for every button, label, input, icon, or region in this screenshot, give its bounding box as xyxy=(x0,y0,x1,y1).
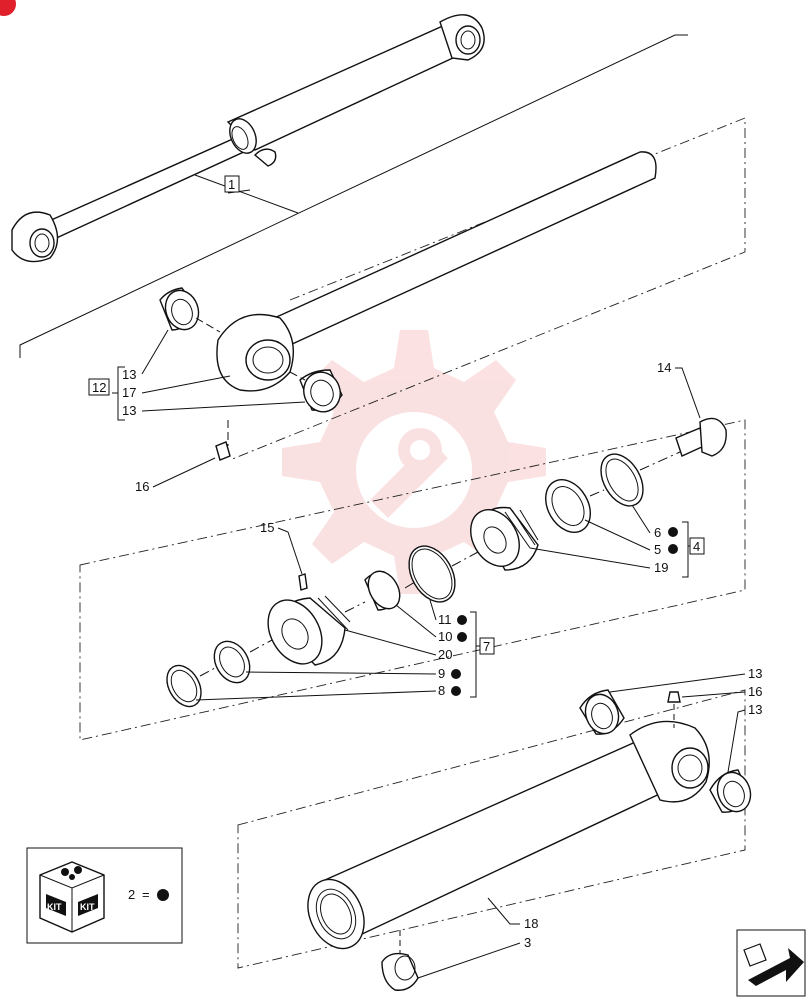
label-14: 14 xyxy=(657,360,671,375)
leader-5 xyxy=(584,519,651,551)
bushing-13-top-right xyxy=(299,369,343,413)
kit-label-left: KIT xyxy=(47,902,62,912)
label-box-12 xyxy=(88,378,110,396)
bushing-13-lower-right xyxy=(709,769,752,813)
kit-dot-6 xyxy=(668,527,678,537)
label-4: 4 xyxy=(693,539,700,554)
center-line-lower xyxy=(399,704,675,955)
label-6: 6 xyxy=(654,525,661,540)
kit-legend: KIT KIT 2 = xyxy=(26,847,183,944)
kit-dot-10 xyxy=(457,632,467,642)
label-13b: 13 xyxy=(122,403,136,418)
leader-13d xyxy=(727,709,746,773)
leader-9 xyxy=(245,671,437,675)
piston-rod xyxy=(216,151,657,392)
leader-16a xyxy=(152,457,216,488)
label-13a: 13 xyxy=(122,367,136,382)
label-20: 20 xyxy=(438,647,452,662)
kit-dot-9 xyxy=(451,669,461,679)
grease-fitting-16-top xyxy=(215,441,231,461)
label-10: 10 xyxy=(438,629,452,644)
leader-10 xyxy=(395,604,437,638)
grease-fitting-16-lower xyxy=(667,691,681,703)
leader-15 xyxy=(277,527,303,575)
bushing-13-lower-left xyxy=(579,689,625,735)
kit-dot-8 xyxy=(451,686,461,696)
set-screw-15 xyxy=(298,573,308,591)
label-7: 7 xyxy=(483,639,490,654)
legend-kit-dot xyxy=(157,889,169,901)
kit-box-icon: KIT KIT xyxy=(39,861,105,933)
label-box-1 xyxy=(224,175,240,193)
leader-3 xyxy=(417,942,521,979)
spacer-10 xyxy=(364,570,401,611)
leader-19 xyxy=(529,547,651,569)
label-13c: 13 xyxy=(748,666,762,681)
leader-1 xyxy=(194,174,299,214)
label-box-7 xyxy=(479,637,495,655)
leader-16b xyxy=(681,691,746,698)
label-3: 3 xyxy=(524,935,531,950)
leader-13a xyxy=(141,329,169,375)
next-page-arrow-icon[interactable] xyxy=(736,929,806,997)
leader-17 xyxy=(141,375,231,394)
lower-exploded-frame xyxy=(237,689,746,969)
bushing-13-top-left xyxy=(159,287,200,331)
bolt-14 xyxy=(675,417,727,457)
label-8: 8 xyxy=(438,683,445,698)
kit-dot-5 xyxy=(668,544,678,554)
label-12: 12 xyxy=(92,380,106,395)
label-9: 9 xyxy=(438,666,445,681)
label-16b: 16 xyxy=(748,684,762,699)
ring-5 xyxy=(545,479,591,533)
leader-13c xyxy=(609,673,746,693)
leader-18 xyxy=(487,897,520,925)
corner-badge-icon xyxy=(0,0,16,16)
gland-19 xyxy=(470,506,539,571)
label-19: 19 xyxy=(654,560,668,575)
label-11: 11 xyxy=(438,612,452,627)
label-13d: 13 xyxy=(748,702,762,717)
leader-6 xyxy=(631,504,651,534)
legend-equals: = xyxy=(142,887,150,902)
assembled-cylinder xyxy=(11,14,485,263)
leader-20 xyxy=(344,629,437,656)
leader-8 xyxy=(195,690,437,701)
piston-20 xyxy=(267,595,351,666)
label-18: 18 xyxy=(524,916,538,931)
label-box-4 xyxy=(689,537,705,555)
cap-3 xyxy=(381,952,419,991)
label-16a: 16 xyxy=(135,479,149,494)
leader-14 xyxy=(675,367,701,419)
ring-8 xyxy=(166,664,202,708)
leader-11 xyxy=(429,599,437,621)
legend-number: 2 xyxy=(128,887,135,902)
kit-label-right: KIT xyxy=(80,902,95,912)
center-line-middle xyxy=(199,451,681,677)
label-17: 17 xyxy=(122,385,136,400)
label-5: 5 xyxy=(654,542,661,557)
bracket-7 xyxy=(470,611,480,698)
label-1: 1 xyxy=(228,177,235,192)
frame-line xyxy=(19,34,688,358)
leader-13b xyxy=(141,401,306,412)
kit-dot-11 xyxy=(457,615,467,625)
label-15: 15 xyxy=(260,520,274,535)
ring-6 xyxy=(600,453,644,507)
ring-9 xyxy=(213,640,251,684)
bracket-12 xyxy=(112,366,125,421)
center-line-top xyxy=(195,317,306,446)
cylinder-barrel-18 xyxy=(307,720,710,950)
